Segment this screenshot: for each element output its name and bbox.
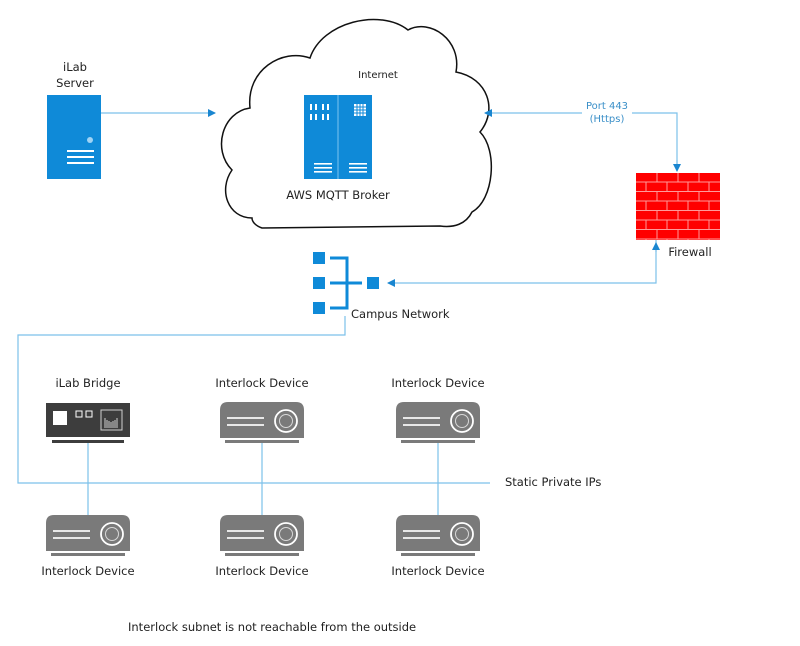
port-label-line2: (Https) [590, 114, 625, 125]
campus-to-subnet-connector [17, 316, 490, 484]
ilab-server-label-line2: Server [56, 76, 94, 90]
server-icon [47, 95, 101, 179]
mqtt-broker: AWS MQTT Broker [286, 95, 390, 202]
device-label: Interlock Device [391, 564, 484, 578]
interlock-device-bottom: Interlock Device [391, 515, 485, 578]
firewall-label: Firewall [668, 245, 711, 259]
projector-device-icon [46, 515, 130, 556]
device-label: Interlock Device [215, 376, 308, 390]
campus-network-label: Campus Network [351, 307, 450, 321]
projector-device-icon [396, 402, 480, 443]
device-label: Interlock Device [215, 564, 308, 578]
ilab-bridge-label: iLab Bridge [55, 376, 120, 390]
network-hub-icon [313, 252, 379, 314]
ilab-server: iLab Server [47, 60, 101, 179]
firewall-to-broker-connector: Port 443 (Https) [484, 101, 678, 166]
interlock-device-bottom: Interlock Device [215, 515, 309, 578]
projector-device-icon [220, 402, 304, 443]
campus-network: Campus Network [313, 252, 450, 321]
brick-wall-icon [636, 173, 720, 240]
server-rack-icon [304, 95, 372, 179]
projector-device-icon [220, 515, 304, 556]
mqtt-broker-label: AWS MQTT Broker [286, 188, 390, 202]
internet-label: Internet [358, 70, 398, 81]
ilab-bridge: iLab Bridge [46, 376, 130, 515]
port-label-line1: Port 443 [586, 101, 628, 112]
footnote: Interlock subnet is not reachable from t… [128, 620, 416, 634]
interlock-device-top: Interlock Device [215, 376, 309, 515]
device-label: Interlock Device [41, 564, 134, 578]
device-label: Interlock Device [391, 376, 484, 390]
subnet-label: Static Private IPs [505, 475, 601, 489]
firewall-to-campus-connector [387, 240, 657, 287]
firewall: Firewall [636, 173, 720, 259]
projector-device-icon [396, 515, 480, 556]
ilab-server-label-line1: iLab [63, 60, 87, 74]
interlock-device-bottom: Interlock Device [41, 515, 135, 578]
interlock-device-top: Interlock Device [391, 376, 485, 515]
bridge-device-icon [46, 403, 130, 443]
